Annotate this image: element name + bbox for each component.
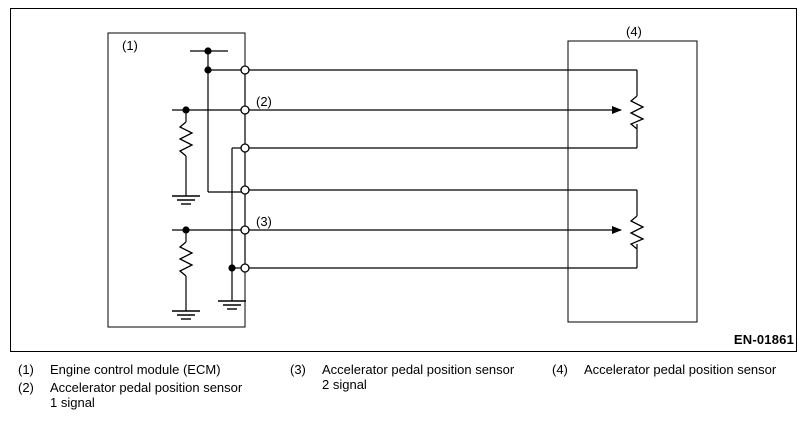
legend-label: Accelerator pedal position sensor 2 sign… — [322, 362, 515, 392]
legend-column-2: (3) Accelerator pedal position sensor 2 … — [290, 362, 550, 395]
legend-item: (4) Accelerator pedal position sensor — [552, 362, 802, 377]
legend-item: (1) Engine control module (ECM) — [18, 362, 288, 377]
legend-label: Accelerator pedal position sensor 1 sign… — [50, 380, 243, 410]
legend-item: (3) Accelerator pedal position sensor 2 … — [290, 362, 550, 392]
legend-number: (2) — [18, 380, 34, 395]
legend-number: (3) — [290, 362, 306, 377]
legend-item: (2) Accelerator pedal position sensor 1 … — [18, 380, 288, 410]
legend-number: (1) — [18, 362, 34, 377]
legend-column-3: (4) Accelerator pedal position sensor — [552, 362, 802, 380]
legend-label: Accelerator pedal position sensor — [584, 362, 777, 377]
legend: (1) Engine control module (ECM) (2) Acce… — [10, 362, 800, 424]
legend-column-1: (1) Engine control module (ECM) (2) Acce… — [18, 362, 288, 413]
diagram-outer-frame — [10, 8, 797, 352]
legend-number: (4) — [552, 362, 568, 377]
drawing-number: EN-01861 — [733, 332, 794, 347]
legend-label: Engine control module (ECM) — [50, 362, 221, 377]
